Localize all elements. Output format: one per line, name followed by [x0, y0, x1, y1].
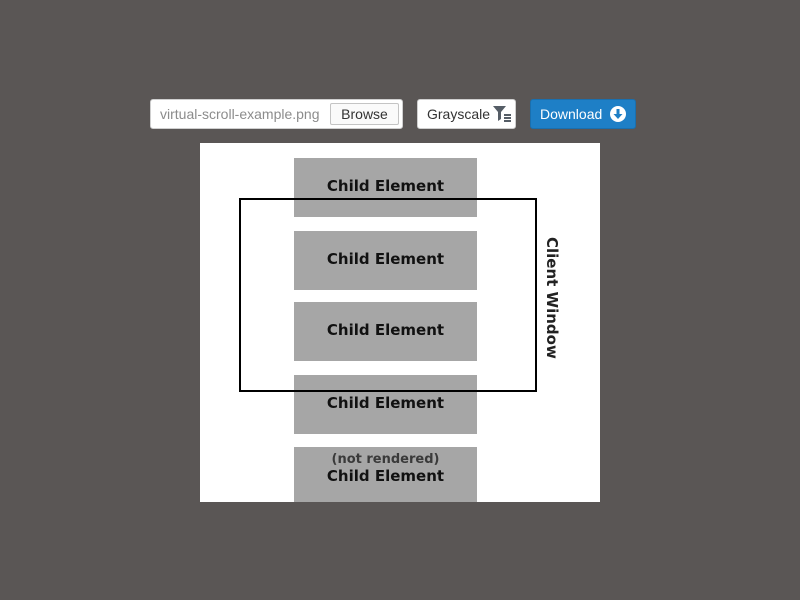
browse-button[interactable]: Browse	[330, 103, 399, 125]
grayscale-button-label: Grayscale	[427, 106, 491, 122]
child-element-box: Child Element	[294, 158, 477, 217]
download-button[interactable]: Download	[530, 99, 636, 129]
file-input-field[interactable]: virtual-scroll-example.png Browse	[150, 99, 403, 129]
client-window-label: Client Window	[543, 237, 561, 359]
child-element-label: Child Element	[326, 250, 445, 268]
child-element-box: (not rendered) Child Element	[294, 447, 477, 502]
download-circle-icon	[610, 106, 626, 122]
not-rendered-note: (not rendered)	[331, 452, 440, 467]
grayscale-button[interactable]: Grayscale	[417, 99, 516, 129]
image-preview: Child Element Child Element Child Elemen…	[200, 143, 600, 502]
child-element-box: Child Element	[294, 375, 477, 434]
client-window-frame	[239, 198, 537, 392]
child-element-label: Child Element	[326, 467, 445, 485]
child-element-box: Child Element	[294, 302, 477, 361]
child-element-label: Child Element	[326, 394, 445, 412]
file-name-text: virtual-scroll-example.png	[160, 106, 320, 122]
child-element-label: Child Element	[326, 177, 445, 195]
filter-icon	[493, 106, 511, 122]
download-button-label: Download	[540, 106, 603, 122]
child-element-label: Child Element	[326, 321, 445, 339]
child-element-box: Child Element	[294, 231, 477, 290]
